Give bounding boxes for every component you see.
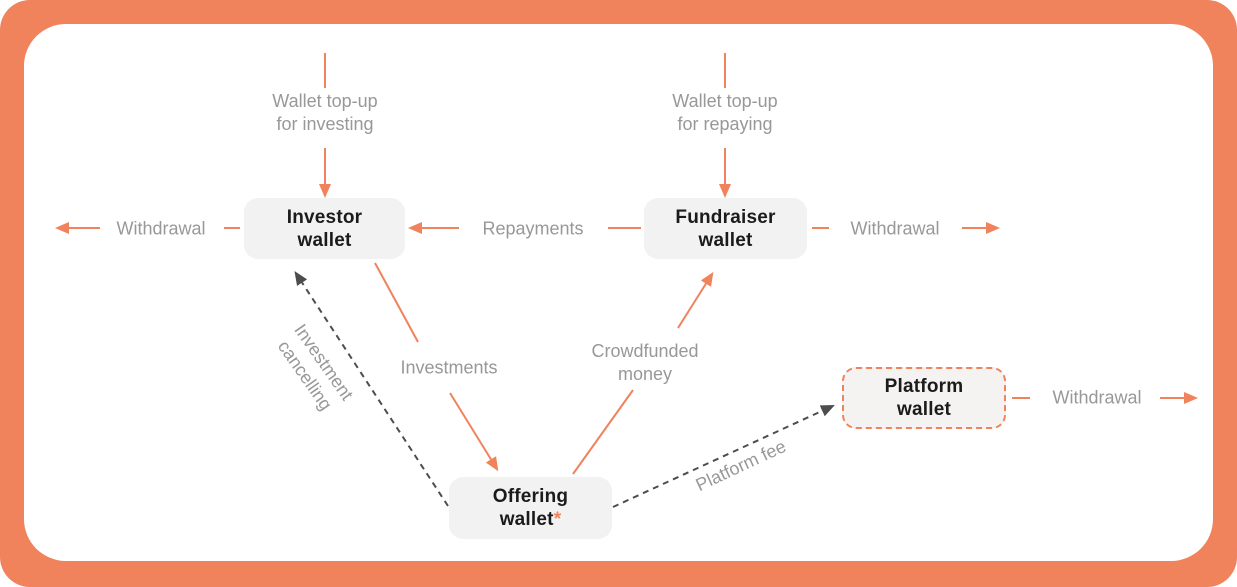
investor-wallet-node: Investor wallet [244,198,405,259]
label-wallet-topup-repaying: Wallet top-up for repaying [672,91,778,134]
label-investments: Investments [400,357,498,378]
label-withdrawal-platform: Withdrawal [1052,387,1142,408]
diagram-canvas [24,24,1213,561]
investor-wallet-label-line2: wallet [297,229,352,251]
label-repayments: Repayments [482,218,584,239]
investor-wallet-label-line1: Investor [286,206,363,228]
platform-wallet-node: Platform wallet [842,367,1006,429]
offering-wallet-node: Offering wallet* [449,477,612,539]
offering-wallet-label-line2: wallet* [499,509,562,530]
fundraiser-wallet-label-line1: Fundraiser [675,206,776,228]
fundraiser-wallet-label-line2: wallet [698,229,753,251]
label-withdrawal-investor: Withdrawal [116,218,206,239]
platform-wallet-label-line2: wallet [897,399,951,420]
label-withdrawal-fundraiser: Withdrawal [850,218,940,239]
label-wallet-topup-investing: Wallet top-up for investing [272,91,378,134]
fundraiser-wallet-node: Fundraiser wallet [644,198,807,259]
offering-wallet-label-line1: Offering [492,486,569,507]
label-crowdfunded-money: Crowdfunded money [591,341,699,384]
platform-wallet-label-line1: Platform [884,376,964,397]
offering-wallet-asterisk: * [553,509,562,530]
